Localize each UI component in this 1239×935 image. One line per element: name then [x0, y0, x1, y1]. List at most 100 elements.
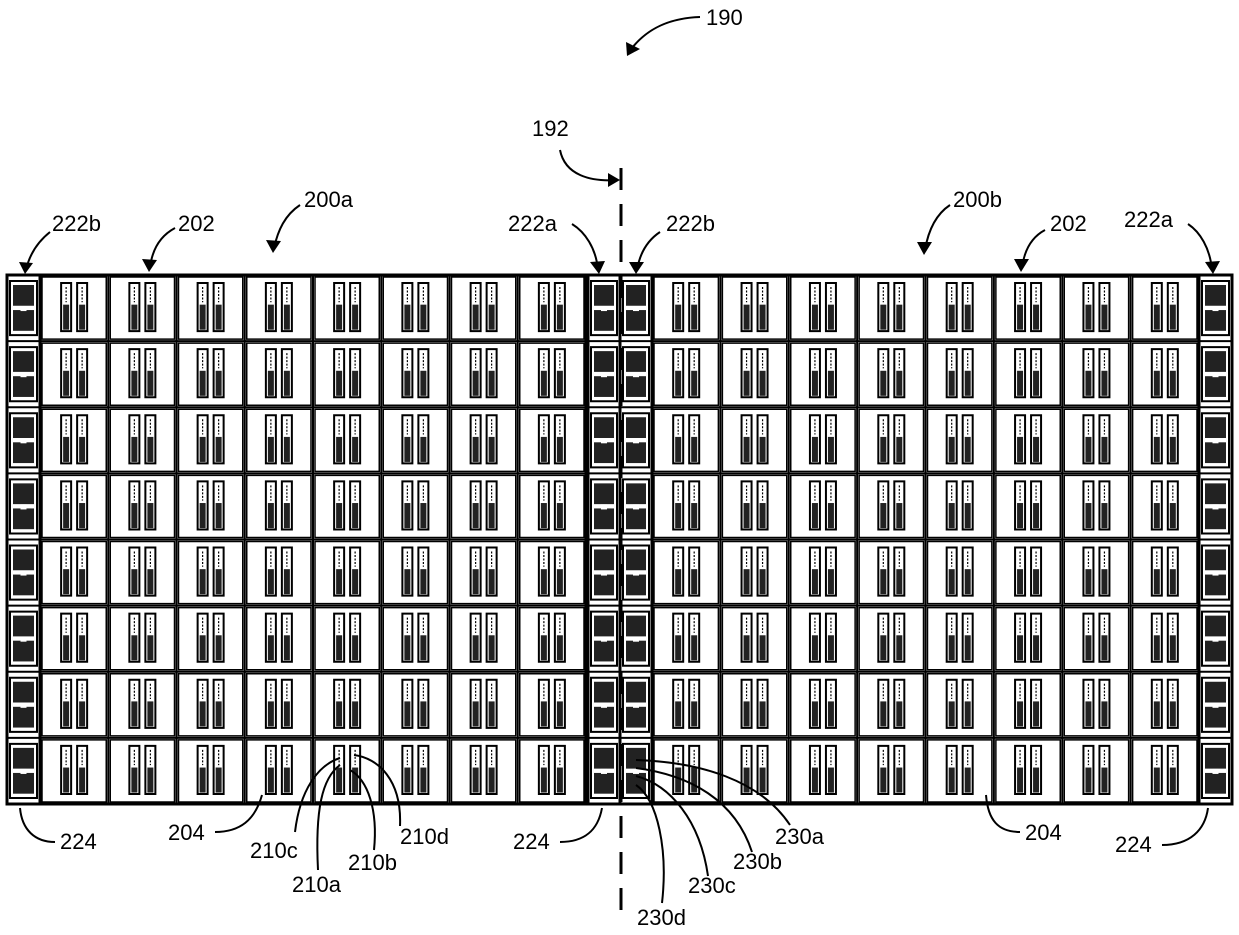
cell-border: [1133, 740, 1197, 802]
slot-fill: [473, 305, 479, 330]
slot-fill: [812, 437, 818, 462]
cell-border: [247, 475, 311, 537]
slot-fill: [1085, 768, 1091, 793]
slot-fill: [268, 503, 274, 528]
slot-fill: [1017, 701, 1023, 726]
left-module-r5-c1: [110, 608, 174, 670]
cell-border: [1064, 409, 1128, 471]
slot-fill: [880, 503, 886, 528]
cell-border: [1133, 608, 1197, 670]
cell-border: [520, 475, 584, 537]
cell-border: [452, 343, 516, 405]
end-cell-lower: [13, 508, 34, 529]
slot-fill: [744, 503, 750, 528]
right-module-r1-c0: [654, 343, 718, 405]
label-204-left: 204: [168, 820, 205, 845]
right-module-r5-c2: [791, 608, 855, 670]
end-cell-upper: [1205, 748, 1226, 769]
end-cell-lower: [594, 641, 614, 662]
slot-fill: [557, 701, 563, 726]
left-module-r6-c4: [315, 674, 379, 736]
slot-fill: [200, 768, 206, 793]
slot-fill: [1033, 701, 1039, 726]
arrowhead-222a-right: [1205, 261, 1220, 274]
cell-border: [383, 475, 447, 537]
slot-fill: [404, 569, 410, 594]
end-module-222b-left-r3: [10, 479, 37, 533]
cell-border: [928, 608, 992, 670]
slot-fill: [691, 768, 697, 793]
cell-border: [791, 475, 855, 537]
right-module-r5-c0: [654, 608, 718, 670]
slot-fill: [812, 305, 818, 330]
slot-fill: [557, 635, 563, 660]
left-module-r2-c5: [383, 409, 447, 471]
label-210c: 210c: [250, 838, 298, 863]
right-module-r0-c3: [859, 277, 923, 339]
end-cell-mark: [1213, 637, 1219, 642]
left-module-r5-c4: [315, 608, 379, 670]
slot-fill: [760, 569, 766, 594]
right-module-r0-c7: [1133, 277, 1197, 339]
left-module-r0-c5: [383, 277, 447, 339]
right-module-r0-c2: [791, 277, 855, 339]
end-cell-mark: [633, 769, 639, 774]
left-module-r7-c1: [110, 740, 174, 802]
cell-border: [996, 542, 1060, 604]
cell-border: [928, 542, 992, 604]
slot-fill: [744, 437, 750, 462]
arrowhead-222b-right: [629, 262, 644, 274]
end-cell-mark: [1213, 306, 1219, 311]
end-cell-upper: [626, 285, 646, 306]
slot-fill: [1101, 768, 1107, 793]
slot-fill: [557, 768, 563, 793]
slot-fill: [284, 437, 290, 462]
end-module-222a-left-r7: [591, 744, 617, 798]
end-cell-mark: [633, 637, 639, 642]
slot-fill: [896, 503, 902, 528]
slot-fill: [760, 635, 766, 660]
slot-fill: [1017, 437, 1023, 462]
end-module-222a-left-r0: [591, 281, 617, 335]
cell-border: [928, 277, 992, 339]
left-module-r7-c6: [452, 740, 516, 802]
left-module-r5-c5: [383, 608, 447, 670]
cell-border: [654, 343, 718, 405]
end-cell-lower: [13, 376, 34, 397]
label-222a-right: 222a: [1124, 207, 1174, 232]
end-cell-lower: [13, 310, 34, 331]
slot-fill: [1101, 569, 1107, 594]
slot-fill: [284, 371, 290, 396]
slot-fill: [896, 768, 902, 793]
slot-fill: [352, 305, 358, 330]
slot-fill: [284, 635, 290, 660]
slot-fill: [812, 371, 818, 396]
cell-border: [859, 475, 923, 537]
slot-fill: [131, 569, 137, 594]
cell-border: [452, 475, 516, 537]
slot-fill: [1101, 371, 1107, 396]
slot-fill: [284, 701, 290, 726]
slot-fill: [268, 569, 274, 594]
end-cell-upper: [13, 417, 34, 438]
slot-fill: [63, 768, 69, 793]
cell-border: [42, 277, 106, 339]
slot-fill: [949, 701, 955, 726]
right-module-r2-c0: [654, 409, 718, 471]
left-module-r0-c1: [110, 277, 174, 339]
left-module-r4-c0: [42, 542, 106, 604]
right-module-r6-c2: [791, 674, 855, 736]
left-module-r0-c4: [315, 277, 379, 339]
slot-fill: [965, 701, 971, 726]
right-module-r6-c4: [928, 674, 992, 736]
slot-fill: [473, 437, 479, 462]
arrowhead-202-right: [1014, 259, 1029, 272]
left-module-r6-c2: [179, 674, 243, 736]
slot-fill: [896, 569, 902, 594]
slot-fill: [336, 635, 342, 660]
end-cell-upper: [1205, 351, 1226, 372]
slot-fill: [896, 305, 902, 330]
slot-fill: [896, 437, 902, 462]
right-module-r1-c2: [791, 343, 855, 405]
cell-border: [110, 740, 174, 802]
